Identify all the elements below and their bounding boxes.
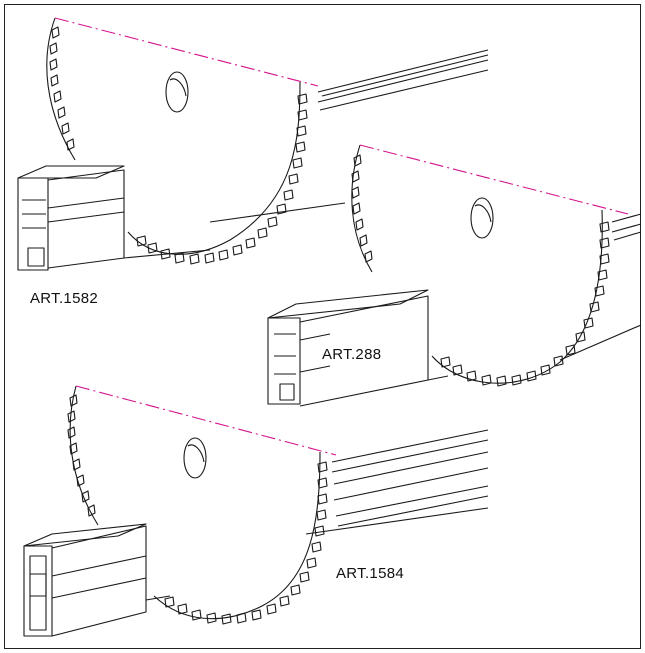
label-art-1584: ART.1584 xyxy=(336,565,405,582)
label-art-1582: ART.1582 xyxy=(30,290,99,307)
banner-art-1584 xyxy=(23,385,489,637)
drawing-frame xyxy=(4,4,641,649)
banner-art-288 xyxy=(267,144,642,407)
label-art-288: ART.288 xyxy=(322,346,382,363)
banner-art-1582 xyxy=(17,17,489,271)
